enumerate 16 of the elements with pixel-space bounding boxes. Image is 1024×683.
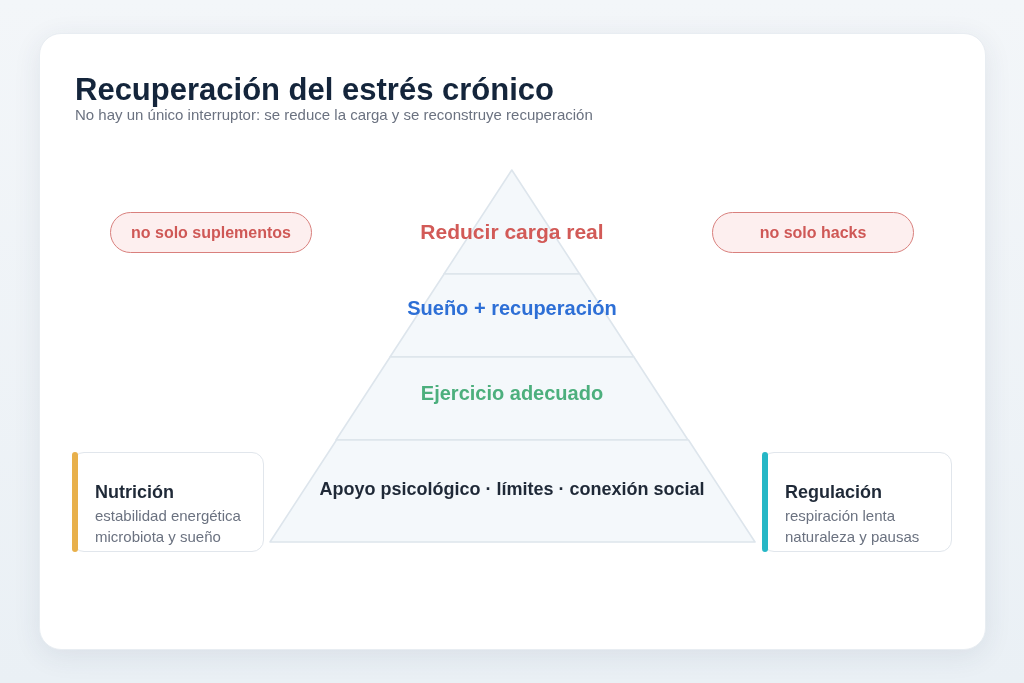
card-text: estabilidad energética — [95, 506, 241, 526]
subtitle: No hay un único interruptor: se reduce la carga y se reconstruye recuperación — [75, 106, 593, 124]
tier-label: Ejercicio adecuado — [420, 381, 604, 405]
tier-label: Reducir carga real — [420, 218, 604, 244]
tier-label: Apoyo psicológico · límites · conexión social — [319, 478, 705, 500]
card-text: respiración lenta — [785, 506, 896, 526]
info-card — [72, 452, 264, 552]
info-card — [762, 452, 952, 552]
tier-label: Sueño + recuperación — [407, 296, 617, 320]
card-text: naturaleza y pausas — [785, 527, 920, 547]
card-heading: Nutrición — [95, 481, 174, 503]
tag-pill: no solo suplementos — [110, 212, 312, 253]
title: Recuperación del estrés crónico — [75, 73, 554, 107]
card-heading: Regulación — [785, 481, 882, 503]
tag-pill: no solo hacks — [712, 212, 914, 253]
card-text: microbiota y sueño — [95, 527, 221, 547]
